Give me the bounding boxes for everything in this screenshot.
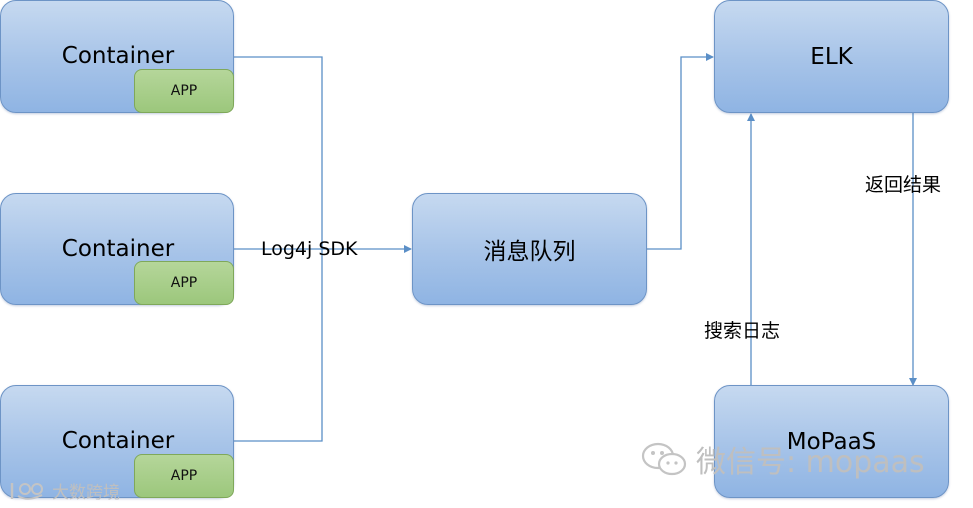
- search-logs-label: 搜索日志: [704, 320, 781, 342]
- message-queue-node: 消息队列: [412, 193, 647, 305]
- app-node-1: APP: [134, 69, 234, 113]
- bottom-left-watermark-text: 大数跨境: [52, 483, 120, 503]
- app-label: APP: [170, 468, 198, 484]
- bottom-left-watermark: 大数跨境: [8, 478, 120, 503]
- container-label: Container: [61, 43, 175, 69]
- connector-container-3: [234, 249, 323, 442]
- mopaas-label: MoPaaS: [786, 428, 877, 455]
- app-label: APP: [170, 275, 198, 291]
- brand-logo-icon: [10, 482, 43, 500]
- message-queue-label: 消息队列: [483, 239, 576, 265]
- container-label: Container: [61, 428, 175, 454]
- elk-label: ELK: [810, 43, 853, 70]
- sdk-edge-label: Log4j SDK: [261, 238, 358, 260]
- wechat-watermark: 微信号: mopaas: [640, 437, 925, 481]
- app-label: APP: [170, 83, 198, 99]
- connector-container-1: [234, 56, 323, 249]
- container-label: Container: [61, 236, 175, 262]
- elk-node: ELK: [714, 0, 949, 113]
- return-result-label: 返回结果: [865, 174, 942, 196]
- app-node-2: APP: [134, 261, 234, 305]
- wechat-watermark-text: 微信号: mopaas: [696, 445, 925, 480]
- app-node-3: APP: [134, 454, 234, 498]
- mopaas-node: MoPaaS: [714, 385, 949, 498]
- wechat-icon: [641, 442, 687, 476]
- arrow-queue-to-elk: [647, 53, 714, 250]
